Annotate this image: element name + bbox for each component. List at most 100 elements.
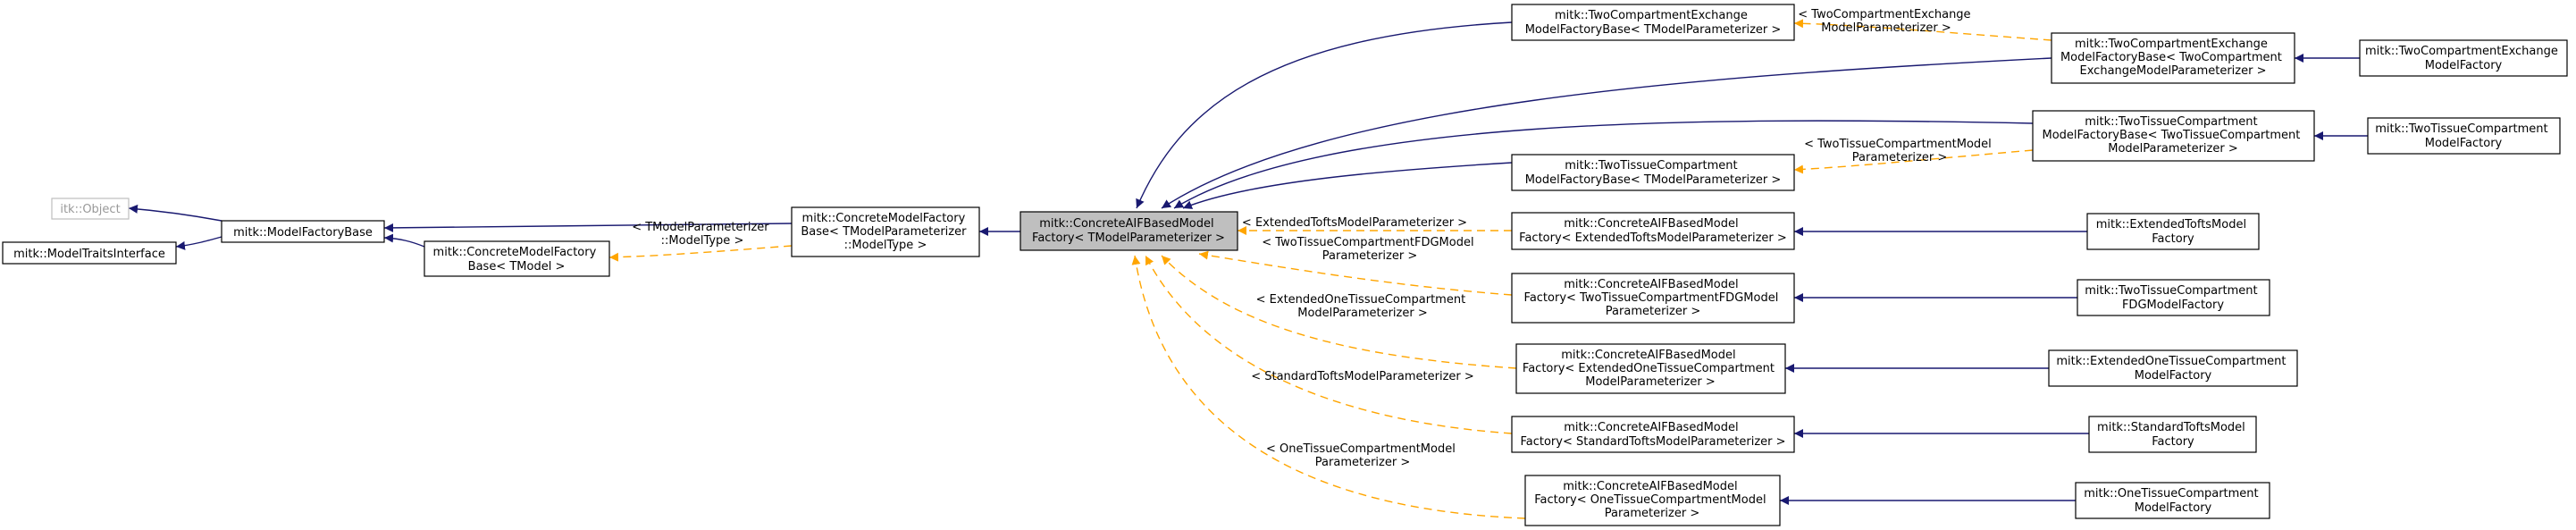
node-label-line: ::ModelType >	[844, 239, 927, 252]
node-label-line: Base< TModelParameterizer	[801, 225, 967, 239]
node-aif-factory-twotc-fdg[interactable]: mitk::ConcreteAIFBasedModel Factory< Two…	[1511, 273, 1795, 324]
node-model-traits-interface[interactable]: mitk::ModelTraitsInterface	[2, 241, 177, 265]
svg-text:mitk::ModelTraitsInterface: mitk::ModelTraitsInterface	[13, 248, 165, 261]
node-label-line: mitk::ConcreteModelFactory	[433, 246, 597, 259]
node-aif-factory-standard-tofts[interactable]: mitk::ConcreteAIFBasedModel Factory< Sta…	[1511, 416, 1795, 453]
edge-factory-base-to-traits-interface	[175, 236, 222, 250]
node-label-line: Factory< TwoTissueCompartmentFDGModel	[1524, 291, 1779, 305]
node-label-line: mitk::ConcreteAIFBasedModel	[1561, 349, 1735, 362]
node-concrete-model-factory-base-modeltype[interactable]: mitk::ConcreteModelFactory Base< TModelP…	[791, 206, 980, 257]
node-label-line: ModelFactory	[2425, 59, 2503, 72]
node-aif-factory-extended-onetc[interactable]: mitk::ConcreteAIFBasedModel Factory< Ext…	[1515, 343, 1786, 394]
edge-label-twotc-fdg-param: < TwoTissueCompartmentFDGModel Parameter…	[1262, 236, 1477, 263]
node-label-line: mitk::TwoTissueCompartment	[1565, 159, 1737, 172]
edge-twocx-base-t-to-aif-factory	[1136, 21, 1513, 209]
edge-label-line: < TwoTissueCompartmentModel	[1804, 138, 1992, 151]
edge-label-tmodel-param-type: < TModelParameterizer ::ModelType >	[632, 221, 773, 248]
edge-label-line: < ExtendedToftsModelParameterizer >	[1242, 216, 1467, 230]
node-label-line: mitk::TwoTissueCompartment	[2085, 284, 2257, 298]
node-label-line: mitk::TwoCompartmentExchange	[2365, 45, 2558, 58]
svg-text:mitk::TwoCompartmentExchange: mitk::TwoCompartmentExchange ModelFactor…	[1525, 9, 1782, 37]
edge-label-line: < OneTissueCompartmentModel	[1266, 442, 1456, 456]
node-label-line: Parameterizer >	[1605, 507, 1699, 520]
svg-text:mitk::ConcreteModelFactory: mitk::ConcreteModelFactory Base< TModelP…	[801, 212, 969, 252]
svg-text:mitk::ConcreteAIFBasedModel: mitk::ConcreteAIFBasedModel Factory< Sta…	[1520, 421, 1785, 449]
svg-text:mitk::ExtendedOneTissueCompart: mitk::ExtendedOneTissueCompartment Model…	[2056, 355, 2289, 383]
node-extended-tofts-model-factory[interactable]: mitk::ExtendedToftsModel Factory	[2086, 213, 2260, 250]
svg-text:mitk::ConcreteAIFBasedModel: mitk::ConcreteAIFBasedModel Factory< Ext…	[1523, 349, 1778, 389]
svg-text:mitk::ExtendedToftsModel: mitk::ExtendedToftsModel Factory	[2096, 218, 2250, 246]
svg-text:mitk::TwoTissueCompartment: mitk::TwoTissueCompartment ModelFactory	[2375, 122, 2551, 150]
edge-label-line: Parameterizer >	[1852, 151, 1947, 164]
node-label-line: Factory< TModelParameterizer >	[1032, 231, 1225, 245]
edge-twocx-base-spec-to-aif-factory	[1161, 57, 2052, 209]
node-extended-onetc-model-factory[interactable]: mitk::ExtendedOneTissueCompartment Model…	[2048, 349, 2298, 387]
node-label-line: FDGModelFactory	[2122, 299, 2224, 312]
node-label-line: ModelFactoryBase< TModelParameterizer >	[1525, 23, 1782, 37]
node-itk-object: itk::Object	[51, 198, 130, 220]
edge-label-line: < TwoCompartmentExchange	[1798, 8, 1970, 21]
edge-labels: < TModelParameterizer ::ModelType > < Tw…	[632, 8, 1992, 469]
edge-factory-base-to-itk-object	[128, 204, 222, 222]
node-twocx-model-factory[interactable]: mitk::TwoCompartmentExchange ModelFactor…	[2359, 39, 2568, 77]
edge-label-line: Parameterizer >	[1322, 249, 1417, 263]
node-label-line: mitk::ConcreteAIFBasedModel	[1564, 278, 1738, 291]
edge-template-twotc-fdg	[1198, 250, 1513, 296]
edge-twotc-base-t-to-aif-factory	[1182, 162, 1513, 209]
node-twotc-fdg-model-factory[interactable]: mitk::TwoTissueCompartment FDGModelFacto…	[2077, 279, 2270, 316]
edges	[128, 19, 2368, 519]
node-twotc-factory-base-tparam[interactable]: mitk::TwoTissueCompartment ModelFactoryB…	[1511, 154, 1795, 191]
node-concrete-model-factory-base-tmodel[interactable]: mitk::ConcreteModelFactory Base< TModel …	[424, 240, 610, 277]
node-label-line: mitk::ExtendedOneTissueCompartment	[2056, 355, 2286, 368]
node-twocx-factory-base-spec[interactable]: mitk::TwoCompartmentExchange ModelFactor…	[2051, 32, 2295, 84]
svg-text:mitk::TwoTissueCompartment: mitk::TwoTissueCompartment ModelFactoryB…	[2042, 115, 2303, 156]
edge-template-std-tofts	[1145, 255, 1513, 434]
edge-label-line: < TModelParameterizer	[632, 221, 769, 234]
node-label-line: ModelFactory	[2425, 137, 2503, 150]
svg-text:mitk::ModelFactoryBase: mitk::ModelFactoryBase	[233, 226, 373, 240]
node-standard-tofts-model-factory[interactable]: mitk::StandardToftsModel Factory	[2088, 416, 2257, 453]
svg-text:mitk::ConcreteModelFactory: mitk::ConcreteModelFactory Base< TModel …	[433, 246, 600, 273]
svg-text:mitk::StandardToftsModel: mitk::StandardToftsModel Factory	[2097, 421, 2249, 449]
node-label-line: ExchangeModelParameterizer >	[2080, 64, 2267, 78]
edge-label-twocx-param: < TwoCompartmentExchange ModelParameteri…	[1798, 8, 1974, 35]
node-label-line: Base< TModel >	[468, 260, 566, 273]
svg-text:mitk::ConcreteAIFBasedModel: mitk::ConcreteAIFBasedModel Factory< One…	[1534, 480, 1769, 520]
node-label-line: mitk::StandardToftsModel	[2097, 421, 2245, 434]
edge-template-onetc	[1131, 255, 1526, 519]
edge-label-line: < ExtendedOneTissueCompartment	[1256, 293, 1466, 307]
svg-text:mitk::ConcreteAIFBasedModel: mitk::ConcreteAIFBasedModel Factory< Ext…	[1519, 217, 1787, 245]
node-label-line: itk::Object	[60, 203, 120, 216]
node-label-line: mitk::ConcreteAIFBasedModel	[1564, 217, 1738, 231]
edge-label-onetc-param: < OneTissueCompartmentModel Parameterize…	[1266, 442, 1459, 469]
node-aif-factory-onetc[interactable]: mitk::ConcreteAIFBasedModel Factory< One…	[1524, 475, 1781, 526]
node-label-line: Parameterizer >	[1606, 305, 1700, 318]
node-label-line: ModelFactoryBase< TModelParameterizer >	[1525, 173, 1782, 187]
node-label-line: Factory	[2152, 232, 2194, 246]
node-twotc-factory-base-spec[interactable]: mitk::TwoTissueCompartment ModelFactoryB…	[2032, 110, 2315, 162]
edge-label-line: Parameterizer >	[1315, 456, 1410, 469]
node-label-line: mitk::ConcreteAIFBasedModel	[1039, 217, 1213, 231]
node-label-line: Factory< StandardToftsModelParameterizer…	[1520, 435, 1785, 449]
edge-label-line: < StandardToftsModelParameterizer >	[1251, 370, 1474, 383]
edge-twotc-base-spec-to-aif-factory	[1173, 120, 2034, 209]
node-label-line: mitk::OneTissueCompartment	[2084, 487, 2258, 501]
edge-concrete-base-tmodel-to-factory-base	[383, 233, 425, 248]
node-aif-factory-extended-tofts[interactable]: mitk::ConcreteAIFBasedModel Factory< Ext…	[1511, 212, 1795, 250]
edge-label-ext-onetc-param: < ExtendedOneTissueCompartment ModelPara…	[1256, 293, 1470, 320]
svg-text:mitk::TwoCompartmentExchange: mitk::TwoCompartmentExchange ModelFactor…	[2365, 45, 2562, 72]
node-label-line: mitk::TwoCompartmentExchange	[2075, 38, 2268, 51]
edge-label-line: ModelParameterizer >	[1821, 21, 1951, 35]
node-label-line: mitk::ModelFactoryBase	[233, 226, 373, 240]
node-twocx-factory-base-tparam[interactable]: mitk::TwoCompartmentExchange ModelFactor…	[1511, 4, 1795, 41]
node-twotc-model-factory[interactable]: mitk::TwoTissueCompartment ModelFactory	[2367, 117, 2561, 155]
node-model-factory-base[interactable]: mitk::ModelFactoryBase	[221, 220, 385, 243]
edge-label-line: < TwoTissueCompartmentFDGModel	[1262, 236, 1473, 249]
node-label-line: ModelFactoryBase< TwoTissueCompartment	[2042, 129, 2300, 142]
node-label-line: mitk::TwoCompartmentExchange	[1555, 9, 1748, 22]
node-label-line: Factory	[2152, 435, 2194, 449]
node-label-line: mitk::ConcreteAIFBasedModel	[1564, 421, 1738, 434]
edge-label-line: ModelParameterizer >	[1297, 307, 1427, 320]
node-label-line: mitk::TwoTissueCompartment	[2375, 122, 2547, 136]
node-onetc-model-factory[interactable]: mitk::OneTissueCompartment ModelFactory	[2075, 482, 2270, 519]
